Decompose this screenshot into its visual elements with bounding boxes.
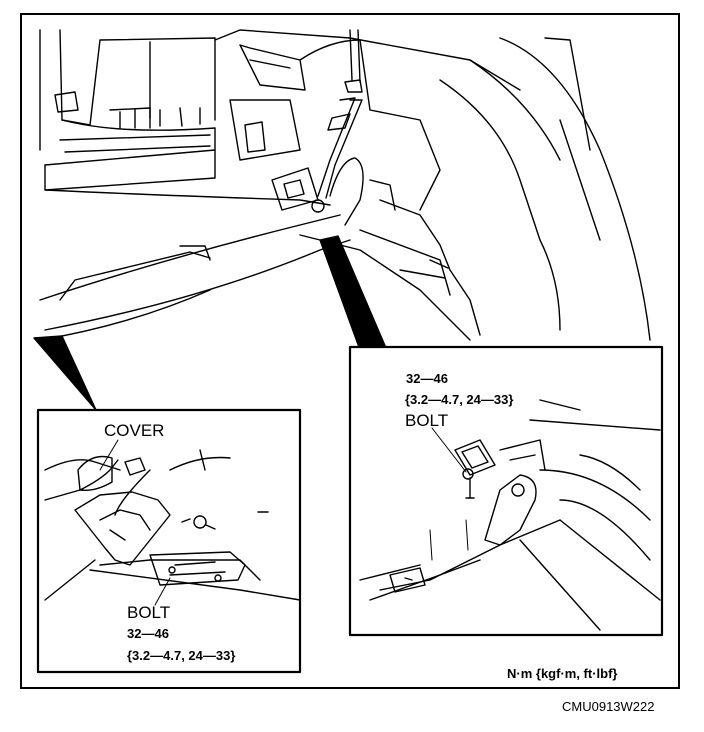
left-detail-inset xyxy=(36,408,302,674)
left-bolt-label: BOLT xyxy=(127,603,171,622)
left-torque-nm: 32—46 xyxy=(127,626,169,641)
pointer-to-left-detail xyxy=(33,335,97,411)
right-torque-nm: 32—46 xyxy=(406,371,448,386)
pointer-to-right-detail xyxy=(319,235,387,351)
right-torque-alt: {3.2—4.7, 24—33} xyxy=(405,392,514,407)
right-detail-inset xyxy=(348,345,664,637)
left-torque-alt: {3.2—4.7, 24—33} xyxy=(127,648,236,663)
units-note: N·m {kgf·m, ft·lbf} xyxy=(507,666,618,681)
diagram-frame xyxy=(20,13,680,689)
figure-code: CMU0913W222 xyxy=(562,699,655,714)
right-bolt-label: BOLT xyxy=(405,411,449,430)
cover-label: COVER xyxy=(104,421,165,440)
vehicle-interior-view xyxy=(39,29,651,341)
